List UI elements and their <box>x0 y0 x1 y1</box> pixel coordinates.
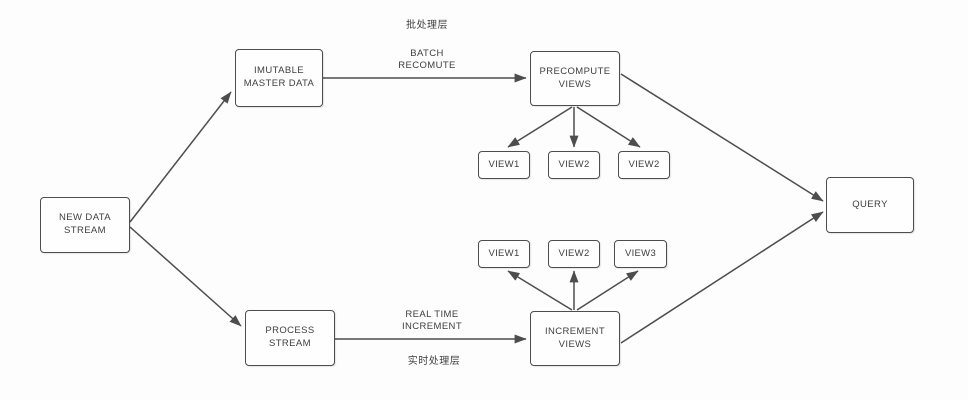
node-batch-view2: VIEW2 <box>548 151 600 179</box>
edge-increment-to-rt-view3 <box>576 270 639 311</box>
edge-increment-to-rt-view1 <box>507 270 573 311</box>
edge-increment-to-query <box>620 211 824 344</box>
node-increment-views: INCREMENT VIEWS <box>530 311 620 366</box>
edge-precompute-to-batch-view1 <box>507 106 573 148</box>
node-realtime-view3: VIEW3 <box>614 240 667 268</box>
realtime-increment-edge-label: REAL TIME INCREMENT <box>401 309 463 332</box>
node-realtime-view2: VIEW2 <box>548 240 600 268</box>
node-realtime-view1: VIEW1 <box>478 240 530 268</box>
node-batch-view1: VIEW1 <box>478 151 530 179</box>
batch-recompute-edge-label: BATCH RECOMUTE <box>398 48 456 71</box>
node-precompute-views: PRECOMPUTE VIEWS <box>530 51 620 106</box>
node-imutable-master-data: IMUTABLE MASTER DATA <box>235 49 323 107</box>
edge-new-data-to-process <box>129 226 242 327</box>
node-process-stream: PROCESS STREAM <box>245 310 335 366</box>
node-query: QUERY <box>826 177 914 233</box>
node-new-data-stream: NEW DATA STREAM <box>40 197 130 253</box>
realtime-layer-label: 实时处理层 <box>407 356 461 367</box>
edge-precompute-to-query <box>620 73 824 202</box>
edge-precompute-to-batch-view3 <box>576 106 641 148</box>
node-batch-view3: VIEW2 <box>618 151 670 179</box>
edge-new-data-to-master <box>129 91 232 223</box>
batch-layer-label: 批处理层 <box>406 20 448 31</box>
